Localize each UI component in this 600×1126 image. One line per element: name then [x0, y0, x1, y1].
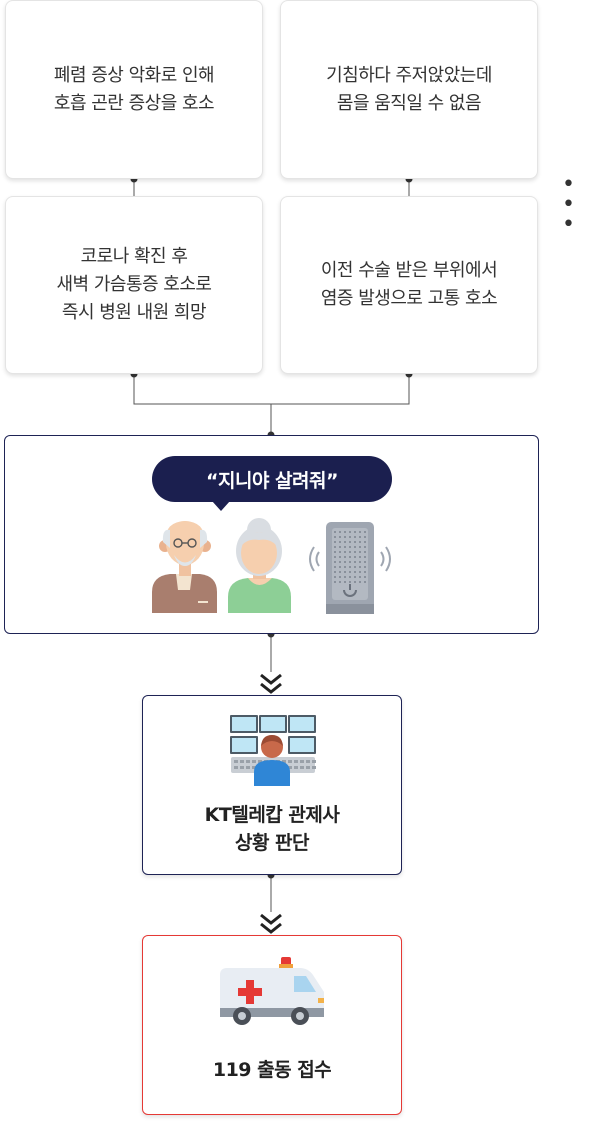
- ambulance-label: 119 출동 접수: [212, 1059, 332, 1081]
- ai-speaker-icon: [309, 522, 391, 614]
- control-monitor-icon: [230, 715, 316, 786]
- ambulance-box: [142, 935, 402, 1115]
- voice-command-text: “지니야 살려줘”: [206, 469, 338, 492]
- symptom-text: 기침하다 주저앉았는데 몸을 움직일 수 없음: [326, 64, 492, 114]
- symptom-text: 폐렴 증상 악화로 인해 호흡 곤란 증상을 호소: [53, 64, 215, 114]
- elderly-man-icon: [152, 521, 217, 613]
- symptom-text: 코로나 확진 후 새벽 가슴통증 호소로 즉시 병원 내원 희망: [56, 246, 212, 323]
- symptom-card: 이전 수술 받은 부위에서 염증 발생으로 고통 호소: [280, 196, 538, 374]
- symptom-card: 폐렴 증상 악화로 인해 호흡 곤란 증상을 호소: [5, 0, 263, 179]
- symptom-card: 기침하다 주저앉았는데 몸을 움직일 수 없음: [280, 0, 538, 179]
- more-indicator: • • •: [562, 172, 578, 237]
- symptom-text: 이전 수술 받은 부위에서 염증 발생으로 고통 호소: [320, 260, 498, 309]
- double-chevron-down-icon: [260, 673, 282, 694]
- elderly-woman-icon: [228, 518, 291, 613]
- ambulance-icon: [220, 957, 324, 1025]
- control-center-label: KT텔레캅 관제사 상황 판단: [204, 804, 340, 854]
- double-chevron-down-icon: [260, 913, 282, 934]
- speech-bubble: “지니야 살려줘”: [152, 456, 392, 502]
- symptom-card: 코로나 확진 후 새벽 가슴통증 호소로 즉시 병원 내원 희망: [5, 196, 263, 374]
